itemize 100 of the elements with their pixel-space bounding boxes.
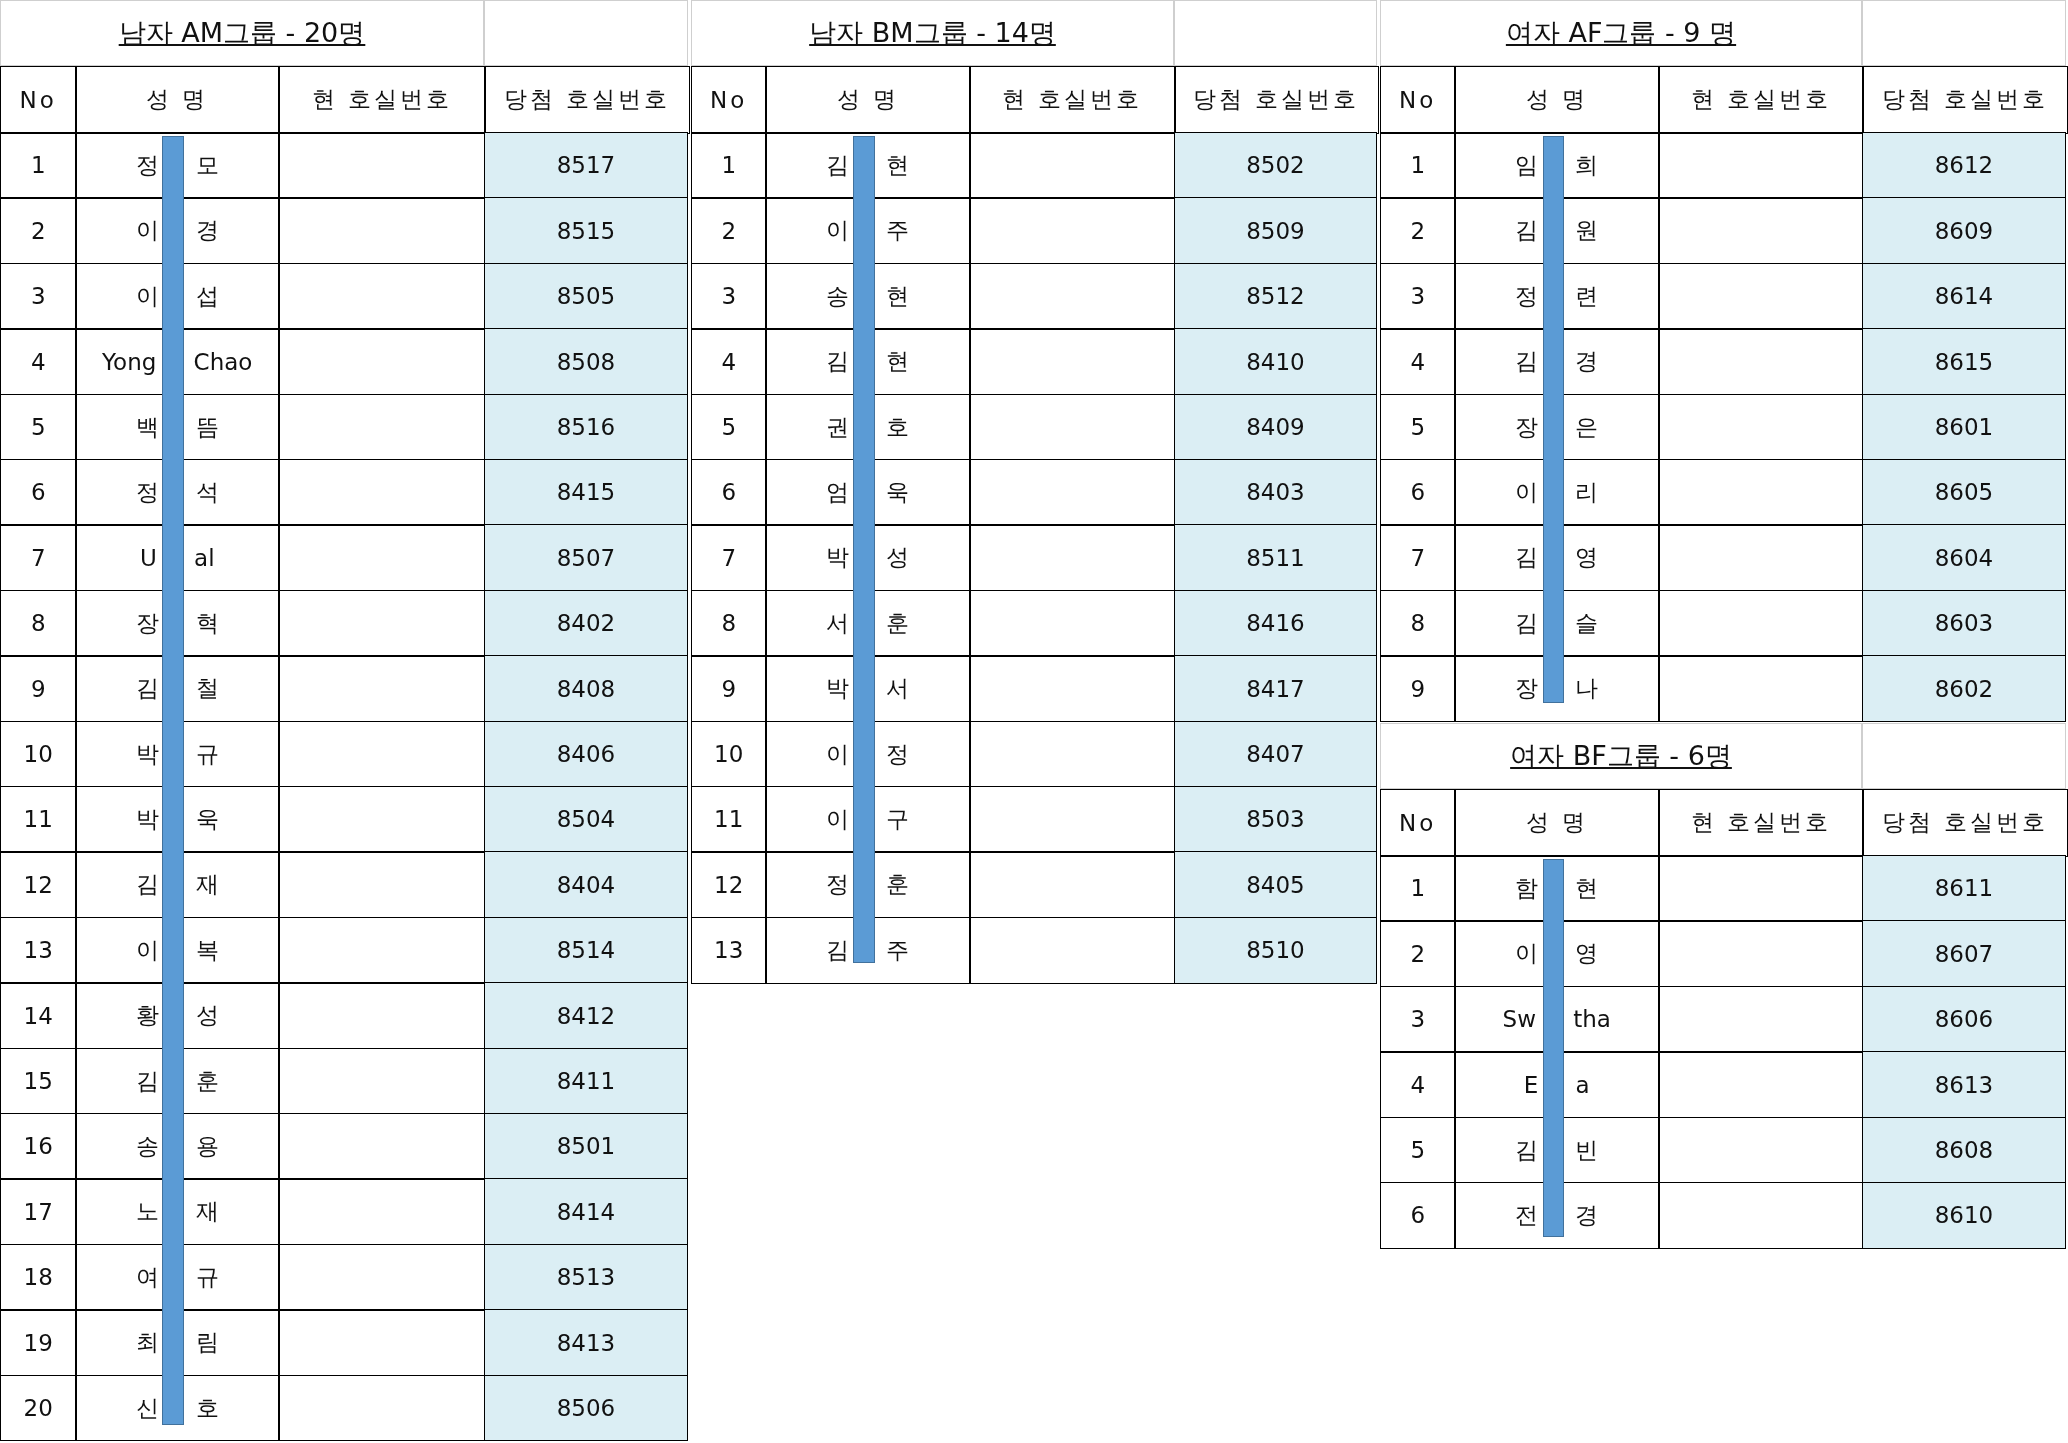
room-number-cell: 8608 <box>1862 1116 2066 1184</box>
room-number-cell: 8517 <box>484 132 688 199</box>
room-number-cell: 8604 <box>1862 524 2066 592</box>
room-number-cell: 8515 <box>484 197 688 265</box>
name-cell: 엄 욱 <box>765 459 971 526</box>
row-number-cell: 6 <box>0 459 77 526</box>
row-number-cell: 5 <box>691 393 767 461</box>
room-number-cell: 8503 <box>1174 786 1377 853</box>
name-cell: 신 호 <box>75 1374 280 1442</box>
row-number-cell: 8 <box>0 589 77 657</box>
row-number-cell: 14 <box>0 982 77 1050</box>
row-number-cell: 12 <box>691 851 767 919</box>
header-cell: 성 명 <box>75 66 280 134</box>
row-number-cell: 2 <box>691 197 767 265</box>
row-number-cell: 3 <box>0 262 77 330</box>
name-cell: 이 복 <box>75 916 280 984</box>
row-number-cell: 1 <box>0 132 77 199</box>
row-number-cell: 15 <box>0 1047 77 1115</box>
room-number-cell: 8404 <box>484 851 688 919</box>
row-number-cell: 8 <box>1380 589 1456 657</box>
header-cell: 현 호실번호 <box>278 66 486 134</box>
row-number-cell: 4 <box>0 328 77 396</box>
header-cell: 성 명 <box>1454 66 1660 134</box>
room-number-cell: 8610 <box>1862 1182 2066 1249</box>
header-cell: 현 호실번호 <box>1658 789 1864 857</box>
name-cell: 박 욱 <box>75 786 280 853</box>
row-number-cell: 10 <box>691 720 767 788</box>
room-number-cell: 8510 <box>1174 916 1377 984</box>
room-number-cell: 8504 <box>484 786 688 853</box>
row-number-cell: 2 <box>1380 920 1456 988</box>
name-cell: 정 석 <box>75 459 280 526</box>
room-number-cell: 8511 <box>1174 524 1377 592</box>
row-number-cell: 6 <box>691 459 767 526</box>
row-number-cell: 20 <box>0 1374 77 1442</box>
name-cell: 김 주 <box>765 916 971 984</box>
name-cell: 장 나 <box>1454 655 1660 723</box>
row-number-cell: 19 <box>0 1309 77 1377</box>
table-title: 여자 BF그룹 - 6명 <box>1380 723 1862 789</box>
name-cell: 전 경 <box>1454 1182 1660 1249</box>
room-number-cell: 8613 <box>1862 1051 2066 1119</box>
room-number-cell: 8416 <box>1174 589 1377 657</box>
header-cell: 현 호실번호 <box>1658 66 1864 134</box>
room-number-cell: 8513 <box>484 1243 688 1311</box>
room-number-cell: 8603 <box>1862 589 2066 657</box>
row-number-cell: 1 <box>1380 132 1456 199</box>
row-number-cell: 5 <box>1380 1116 1456 1184</box>
room-number-cell: 8415 <box>484 459 688 526</box>
room-number-cell: 8505 <box>484 262 688 330</box>
room-number-cell: 8509 <box>1174 197 1377 265</box>
row-number-cell: 10 <box>0 720 77 788</box>
header-cell: No <box>1380 789 1456 857</box>
table-title: 여자 AF그룹 - 9 명 <box>1380 0 1862 66</box>
name-cell: 장 혁 <box>75 589 280 657</box>
room-number-cell: 8506 <box>484 1374 688 1442</box>
row-number-cell: 2 <box>1380 197 1456 265</box>
room-number-cell: 8516 <box>484 393 688 461</box>
room-number-cell: 8407 <box>1174 720 1377 788</box>
room-number-cell: 8611 <box>1862 855 2066 922</box>
table-title: 남자 AM그룹 - 20명 <box>0 0 484 66</box>
room-number-cell: 8508 <box>484 328 688 396</box>
name-cell: 임 희 <box>1454 132 1660 199</box>
row-number-cell: 7 <box>0 524 77 592</box>
header-cell: No <box>0 66 77 134</box>
row-number-cell: 3 <box>1380 262 1456 330</box>
row-number-cell: 12 <box>0 851 77 919</box>
name-cell: 송 현 <box>765 262 971 330</box>
room-number-cell: 8512 <box>1174 262 1377 330</box>
row-number-cell: 17 <box>0 1178 77 1246</box>
header-cell: 현 호실번호 <box>969 66 1176 134</box>
row-number-cell: 18 <box>0 1243 77 1311</box>
room-number-cell: 8405 <box>1174 851 1377 919</box>
row-number-cell: 11 <box>0 786 77 853</box>
room-number-cell: 8412 <box>484 982 688 1050</box>
room-number-cell: 8408 <box>484 655 688 723</box>
row-number-cell: 16 <box>0 1113 77 1180</box>
name-cell: 정 련 <box>1454 262 1660 330</box>
room-number-cell: 8414 <box>484 1178 688 1246</box>
name-cell: 서 훈 <box>765 589 971 657</box>
room-number-cell: 8612 <box>1862 132 2066 199</box>
name-cell: 여 규 <box>75 1243 280 1311</box>
room-number-cell: 8605 <box>1862 459 2066 526</box>
name-cell: 이 리 <box>1454 459 1660 526</box>
row-number-cell: 7 <box>1380 524 1456 592</box>
name-cell: 이 섭 <box>75 262 280 330</box>
name-cell: 송 용 <box>75 1113 280 1180</box>
header-cell: 성 명 <box>1454 789 1660 857</box>
row-number-cell: 1 <box>1380 855 1456 922</box>
room-number-cell: 8502 <box>1174 132 1377 199</box>
room-number-cell: 8406 <box>484 720 688 788</box>
row-number-cell: 4 <box>1380 328 1456 396</box>
room-number-cell: 8615 <box>1862 328 2066 396</box>
table-title: 남자 BM그룹 - 14명 <box>691 0 1174 66</box>
room-number-cell: 8403 <box>1174 459 1377 526</box>
row-number-cell: 6 <box>1380 459 1456 526</box>
row-number-cell: 7 <box>691 524 767 592</box>
room-number-cell: 8614 <box>1862 262 2066 330</box>
room-number-cell: 8601 <box>1862 393 2066 461</box>
header-cell: 성 명 <box>765 66 971 134</box>
header-cell: No <box>691 66 767 134</box>
row-number-cell: 2 <box>0 197 77 265</box>
